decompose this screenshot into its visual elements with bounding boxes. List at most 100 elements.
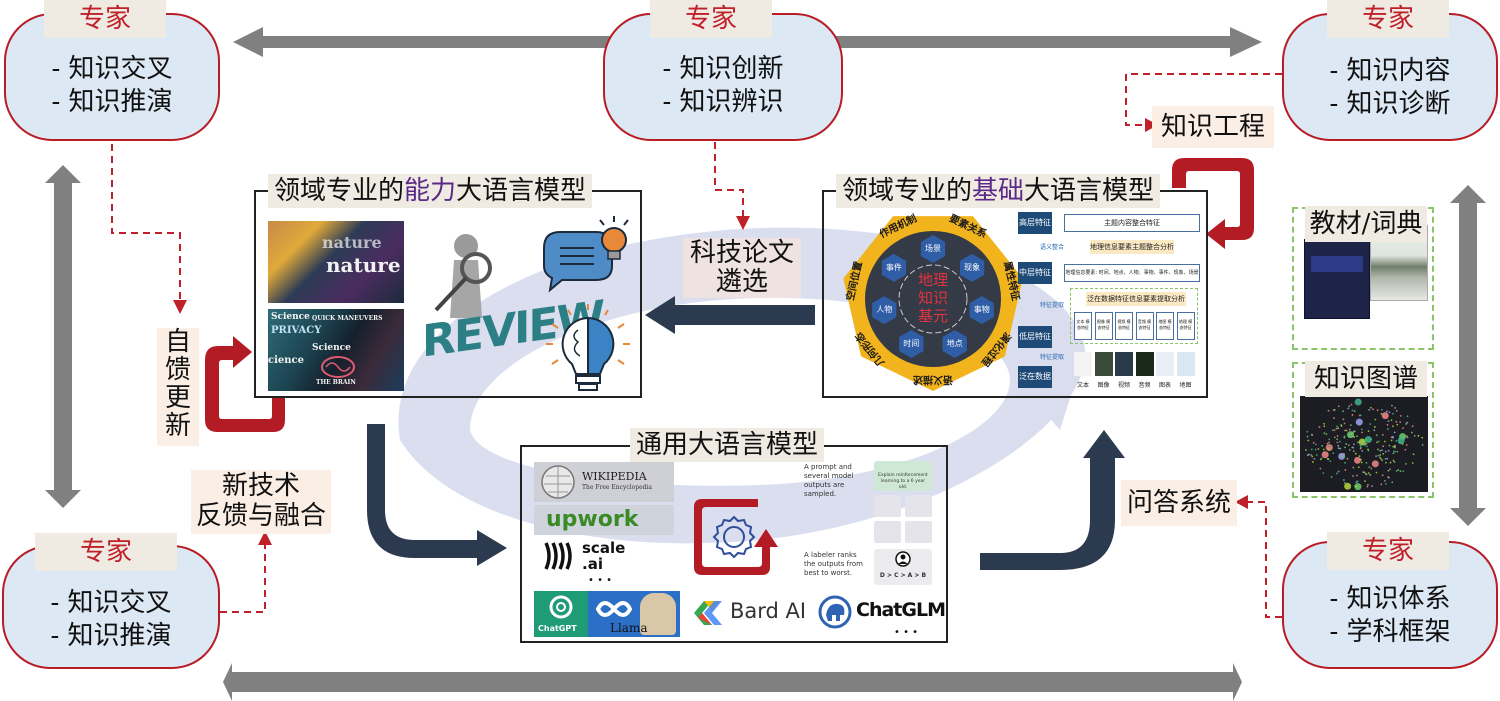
graph-node (1355, 418, 1363, 426)
graph-node (1327, 448, 1330, 451)
graph-node (1390, 439, 1393, 442)
graph-node (1347, 407, 1350, 410)
graph-node (1342, 418, 1345, 421)
graph-node (1371, 460, 1379, 468)
graph-node (1405, 444, 1408, 446)
flow-thumbnail (1115, 352, 1133, 376)
graph-node (1313, 457, 1316, 460)
graph-node (1337, 470, 1340, 473)
rlhf-step1-text: A prompt and several model outputs are s… (804, 463, 854, 498)
graph-node (1377, 448, 1379, 451)
graph-node (1387, 449, 1390, 452)
graph-node (1321, 451, 1329, 459)
rlhf-ranking: D > C > A > B (879, 572, 927, 579)
graph-node (1340, 424, 1343, 427)
graph-node (1336, 438, 1339, 441)
graph-node (1395, 470, 1398, 472)
graph-node (1374, 418, 1377, 421)
chat-idea-icon (543, 216, 629, 293)
graph-node (1417, 434, 1420, 437)
graph-node (1381, 408, 1383, 411)
flow-caption: 音频 (1138, 382, 1151, 389)
graph-node (1396, 423, 1399, 426)
graph-node (1335, 472, 1338, 475)
graph-node (1305, 449, 1307, 451)
graph-node (1384, 458, 1387, 460)
graph-node (1364, 436, 1372, 444)
graph-node (1365, 461, 1368, 464)
graph-node (1310, 454, 1313, 456)
center-label: 地理 (918, 271, 948, 289)
graph-node (1339, 440, 1341, 443)
upwork-logo: upwork (534, 505, 674, 535)
new-tech-line1: 新技术 (221, 471, 300, 501)
self-feedback-loop-icon (205, 336, 285, 432)
self-feedback-char: 更 (164, 383, 191, 413)
graph-node (1357, 441, 1359, 444)
title-highlight: 能力 (404, 176, 457, 206)
flow-caption: 图像 (1097, 382, 1110, 389)
graph-node (1395, 409, 1398, 412)
graph-node (1367, 483, 1369, 486)
expert-bubble-top-right: - 知识内容 - 知识诊断 (1282, 13, 1498, 141)
rlhf-output-a (874, 495, 901, 517)
graph-node (1322, 472, 1325, 475)
flow-top-box: 主题内容整合特征 (1064, 214, 1200, 232)
graph-node (1387, 476, 1390, 478)
graph-node (1355, 485, 1357, 488)
graph-node (1393, 445, 1396, 448)
rlhf-output-b (905, 495, 932, 517)
graph-node (1391, 425, 1394, 428)
heptagon-inner-label: 场景 (925, 244, 941, 253)
expert-item: - 知识推演 (51, 87, 173, 117)
graph-node (1370, 467, 1373, 470)
graph-node (1348, 428, 1351, 431)
graph-node (1367, 448, 1369, 451)
graph-node (1384, 480, 1386, 482)
more-sources-ellipsis: • • • (588, 575, 613, 586)
graph-node (1358, 455, 1361, 457)
graph-node (1366, 485, 1369, 488)
heptagon-inner-label: 时间 (903, 338, 919, 348)
brain-bulb-icon (546, 304, 630, 391)
graph-node (1361, 439, 1364, 442)
graph-node (1388, 411, 1391, 414)
graph-node (1312, 441, 1315, 444)
dashed-connectors (111, 73, 1282, 618)
graph-node (1328, 444, 1331, 447)
graph-node (1396, 450, 1399, 453)
flow-level: 低层特征 (1018, 326, 1052, 348)
graph-node (1321, 444, 1323, 447)
magazine-title: nature (326, 253, 401, 277)
capability-llm-title: 领域专业的能力大语言模型 (268, 174, 593, 208)
graph-node (1312, 461, 1314, 463)
dictionary-book-dark (1304, 239, 1370, 319)
general-llm-panel: WIKIPEDIA The Free Encyclopedia upwork s… (520, 445, 948, 643)
flow-thumbnail (1156, 352, 1174, 376)
nature-magazines-image: nature nature (268, 221, 404, 303)
foundation-llm-panel: 作用机制要素关系属性特征演化过程语义描述几何形态空间位置场景现象事物地点时间人物… (822, 190, 1208, 398)
graph-node (1369, 423, 1372, 425)
magazine-title: nature (322, 233, 382, 252)
graph-node (1411, 462, 1414, 464)
paper-selection-line1: 科技论文 (689, 238, 794, 268)
graph-node (1359, 414, 1362, 417)
graph-node (1306, 430, 1309, 433)
graph-node (1404, 463, 1407, 465)
expert-item: - 知识体系 (1329, 584, 1451, 614)
wikipedia-tagline: The Free Encyclopedia (582, 484, 652, 491)
self-feedback-label: 自 馈 更 新 (157, 328, 199, 446)
new-tech-line2: 反馈与融合 (195, 501, 326, 531)
brain-illustration (321, 356, 355, 378)
graph-node (1343, 422, 1346, 425)
graph-node (1339, 447, 1342, 450)
graph-node (1323, 425, 1326, 428)
graph-node (1421, 436, 1424, 439)
navy-arrow-to-general (367, 424, 507, 566)
graph-node (1319, 467, 1322, 470)
left-double-arrow (45, 165, 81, 508)
magazine-title: cience (268, 355, 304, 366)
graph-node (1355, 481, 1358, 484)
graph-node (1386, 457, 1389, 460)
expert-tag: 专家 (44, 0, 166, 38)
